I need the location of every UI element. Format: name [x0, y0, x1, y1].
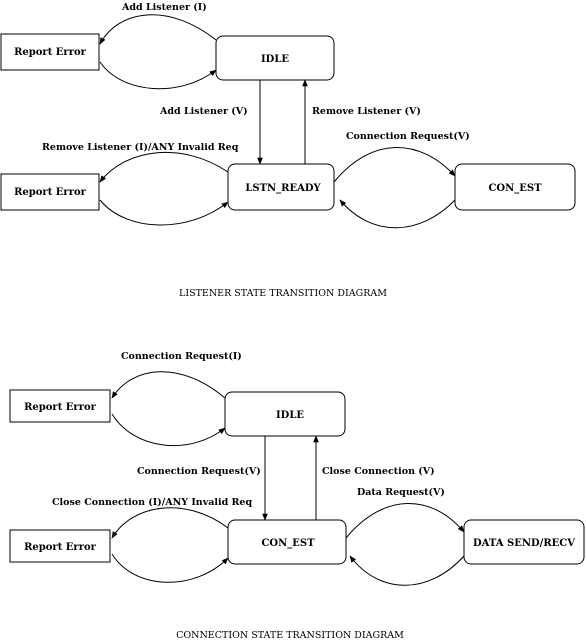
transition-label: Connection Request(V): [137, 466, 261, 477]
transition-label: Connection Request(I): [121, 351, 242, 362]
edge-lstn-ready-to-con-est: [333, 147, 456, 183]
diagram-title: CONNECTION STATE TRANSITION DIAGRAM: [176, 630, 404, 640]
transition-label: Remove Listener (V): [312, 106, 421, 117]
edge-idle-to-error: [111, 371, 226, 399]
listener-state-report-error-top: Report Error: [0, 33, 100, 71]
transition-label: Add Listener (I): [121, 2, 207, 13]
edge-error-to-con-est: [111, 553, 229, 583]
transition-label: Remove Listener (I)/ANY Invalid Req: [42, 142, 239, 153]
edge-con-est-to-error: [111, 507, 229, 539]
state-label: Report Error: [14, 187, 87, 198]
edge-con-est-to-data-send-recv: [345, 503, 465, 539]
connection-state-report-error-top: Report Error: [9, 389, 111, 423]
edge-data-send-recv-to-con-est: [349, 555, 465, 586]
connection-diagram: Report Error IDLE Report Error CON_EST D…: [9, 351, 585, 640]
listener-state-idle: IDLE: [215, 35, 335, 81]
diagram-title: LISTENER STATE TRANSITION DIAGRAM: [179, 288, 387, 299]
state-label: CON_EST: [488, 183, 542, 194]
edge-error-to-idle: [99, 61, 217, 90]
state-label: DATA SEND/RECV: [473, 538, 575, 549]
state-label: CON_EST: [261, 538, 315, 549]
edge-error-to-lstn-ready: [99, 199, 229, 226]
transition-label: Connection Request(V): [346, 131, 470, 142]
edge-error-to-idle: [111, 413, 226, 447]
transition-label: Close Connection (V): [322, 466, 435, 477]
connection-state-con-est: CON_EST: [227, 519, 347, 565]
connection-state-idle: IDLE: [224, 391, 346, 437]
transition-label: Close Connection (I)/ANY Invalid Req: [52, 497, 252, 508]
connection-state-data-send-recv: DATA SEND/RECV: [463, 519, 585, 565]
listener-diagram: Report Error IDLE Report Error LSTN_READ…: [0, 2, 576, 299]
state-label: IDLE: [276, 410, 304, 421]
edge-lstn-ready-to-error: [99, 152, 229, 183]
listener-state-lstn-ready: LSTN_READY: [227, 163, 335, 211]
connection-state-report-error-mid: Report Error: [9, 529, 111, 563]
listener-state-con-est: CON_EST: [454, 163, 576, 211]
transition-label: Data Request(V): [357, 487, 445, 498]
state-label: IDLE: [261, 54, 289, 65]
edge-con-est-to-lstn-ready: [339, 199, 456, 229]
state-label: Report Error: [24, 402, 97, 413]
edge-idle-to-error: [99, 14, 217, 45]
listener-state-report-error-mid: Report Error: [0, 173, 100, 211]
state-label: LSTN_READY: [245, 183, 321, 194]
state-label: Report Error: [14, 47, 87, 58]
state-label: Report Error: [24, 542, 97, 553]
transition-label: Add Listener (V): [159, 106, 248, 117]
